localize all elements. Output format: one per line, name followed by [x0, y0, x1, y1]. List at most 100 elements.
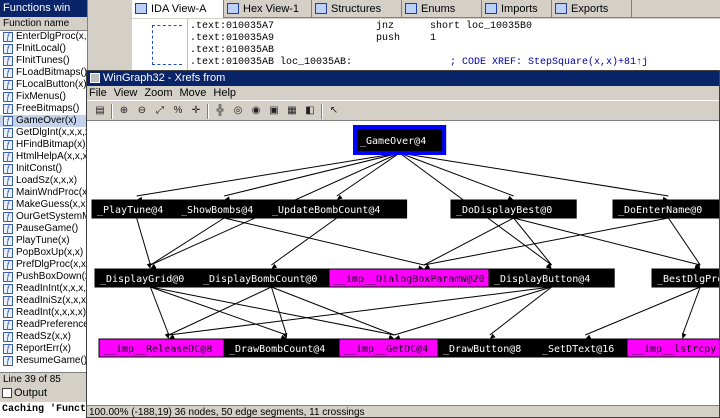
import-node[interactable]: __imp__ReleaseDC@8: [98, 338, 240, 358]
function-node[interactable]: _ShowBombs@4: [175, 199, 273, 219]
function-name: FLoadBitmaps(): [16, 67, 88, 78]
function-list-item[interactable]: fReadPreferences(): [0, 319, 87, 331]
xref-comment: ; CODE XREF: StepSquare(x,x)+81↑j: [450, 57, 649, 68]
disassembly-line[interactable]: .text:010035AB: [190, 45, 274, 57]
function-icon: f: [3, 92, 13, 102]
node-label: _GameOver@4: [360, 136, 426, 147]
zoom-in-icon[interactable]: ⊕: [119, 105, 129, 116]
function-node[interactable]: _DisplayButton@4: [488, 268, 615, 288]
save-icon[interactable]: ▤: [95, 105, 105, 116]
import-node[interactable]: __imp__GetDC@4: [338, 338, 451, 358]
wingraph-app-icon[interactable]: [90, 73, 100, 83]
fold-icon[interactable]: ▦: [287, 105, 297, 116]
output-window-title-bar[interactable]: Output window: [0, 386, 86, 413]
relayout-icon[interactable]: ◧: [305, 105, 315, 116]
target-icon[interactable]: ◎: [233, 105, 243, 116]
pointer-icon[interactable]: ↖: [329, 105, 339, 116]
function-icon: f: [3, 128, 13, 138]
function-icon: f: [3, 344, 13, 354]
function-node[interactable]: _DoEnterName@0: [612, 199, 719, 219]
menu-view[interactable]: View: [113, 87, 138, 99]
menu-help[interactable]: Help: [213, 87, 237, 99]
node-box: [626, 338, 719, 358]
function-name: ReportErr(x): [16, 343, 72, 354]
graph-edge: [667, 217, 701, 266]
function-node[interactable]: _BestDlgProc: [651, 268, 719, 288]
instruction-address: .text:010035AB: [190, 45, 275, 56]
zoom-100-icon[interactable]: %: [173, 105, 183, 116]
crosshair-icon[interactable]: ╬: [216, 105, 224, 116]
tab-structures[interactable]: Structures: [312, 0, 402, 18]
zoom-out-icon[interactable]: ⊖: [137, 105, 147, 116]
functions-window-title[interactable]: Functions win: [0, 0, 87, 17]
tab-exports[interactable]: Exports: [552, 0, 632, 18]
tab-label: Enums: [421, 3, 456, 15]
tab-icon: [485, 3, 497, 14]
layout-icon[interactable]: ▣: [269, 105, 279, 116]
function-node[interactable]: _SetDText@16: [536, 338, 634, 358]
function-node[interactable]: _DoDisplayBest@0: [450, 199, 577, 219]
menu-zoom[interactable]: Zoom: [144, 87, 173, 99]
graph-edges: [136, 152, 701, 341]
import-node[interactable]: __imp__lstrcpy: [626, 338, 719, 358]
function-icon: f: [3, 152, 13, 162]
tab-ida-view-a[interactable]: IDA View-A: [132, 0, 224, 18]
function-node[interactable]: _DisplayGrid@0: [94, 268, 207, 288]
node-label: __imp__DialogBoxParamW@20: [334, 274, 485, 285]
output-log: Caching 'Funct: [0, 402, 86, 418]
graph-canvas[interactable]: _GameOver@4 _PlayTune@4_ShowBombs@4_Updat…: [87, 121, 719, 405]
menu-move[interactable]: Move: [179, 87, 207, 99]
node-icon[interactable]: ◉: [251, 105, 261, 116]
tab-enums[interactable]: Enums: [402, 0, 482, 18]
tab-imports[interactable]: Imports: [482, 0, 552, 18]
edge-arrowhead: [585, 334, 592, 339]
edge-arrowhead: [282, 333, 288, 339]
move-icon[interactable]: ✛: [191, 105, 201, 116]
function-node[interactable]: _UpdateBombCount@4: [266, 199, 408, 219]
root-function-node[interactable]: _GameOver@4: [353, 125, 447, 155]
wingraph-title-bar[interactable]: WinGraph32 - Xrefs from: [87, 71, 719, 86]
menu-file[interactable]: File: [89, 87, 107, 99]
tab-hex-view-1[interactable]: Hex View-1: [224, 0, 312, 18]
node-box: [612, 199, 719, 219]
zoom-fit-icon[interactable]: ⤢: [156, 105, 164, 116]
function-name: ReadInt(x,x,x,x): [16, 307, 87, 318]
function-node[interactable]: _DrawBombCount@4: [223, 338, 350, 358]
function-node[interactable]: _PlayTune@4: [91, 199, 182, 219]
function-node[interactable]: _DisplayBombCount@0: [197, 268, 346, 288]
function-node[interactable]: _DrawButton@8: [437, 338, 543, 358]
graph-edge: [168, 286, 272, 336]
function-name-column-header[interactable]: Function name: [0, 17, 87, 31]
